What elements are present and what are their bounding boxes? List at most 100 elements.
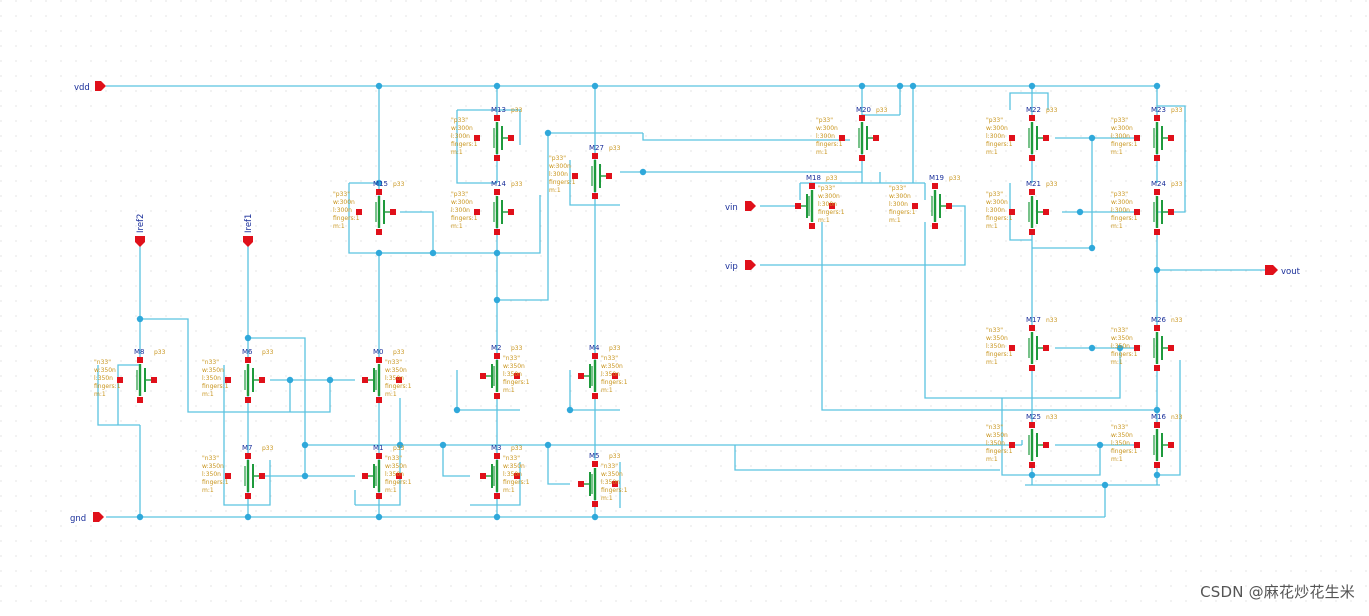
gate-pin[interactable] xyxy=(362,473,368,479)
drain-pin[interactable] xyxy=(376,453,382,459)
gate-pin[interactable] xyxy=(1168,209,1174,215)
gate-pin[interactable] xyxy=(1168,345,1174,351)
pins[interactable]: vdd gnd Iref2 Iref1 vin vip vout xyxy=(70,81,1301,524)
bulk-pin[interactable] xyxy=(1009,345,1015,351)
source-pin[interactable] xyxy=(1029,229,1035,235)
pin-vout[interactable]: vout xyxy=(1265,265,1301,277)
source-pin[interactable] xyxy=(592,393,598,399)
gate-pin[interactable] xyxy=(578,373,584,379)
drain-pin[interactable] xyxy=(1154,422,1160,428)
gate-pin[interactable] xyxy=(508,209,514,215)
drain-pin[interactable] xyxy=(592,353,598,359)
source-pin[interactable] xyxy=(245,493,251,499)
gate-pin[interactable] xyxy=(1043,442,1049,448)
drain-pin[interactable] xyxy=(245,453,251,459)
source-pin[interactable] xyxy=(494,155,500,161)
source-pin[interactable] xyxy=(1154,462,1160,468)
pin-vin[interactable]: vin xyxy=(725,201,756,213)
source-pin[interactable] xyxy=(1154,229,1160,235)
bulk-pin[interactable] xyxy=(1009,209,1015,215)
bulk-pin[interactable] xyxy=(1009,135,1015,141)
gate-pin[interactable] xyxy=(480,473,486,479)
drain-pin[interactable] xyxy=(494,115,500,121)
drain-pin[interactable] xyxy=(494,453,500,459)
drain-pin[interactable] xyxy=(1029,115,1035,121)
gate-pin[interactable] xyxy=(795,203,801,209)
source-pin[interactable] xyxy=(1154,155,1160,161)
source-pin[interactable] xyxy=(1029,365,1035,371)
bulk-pin[interactable] xyxy=(396,473,402,479)
gate-pin[interactable] xyxy=(151,377,157,383)
pin-iref1[interactable]: Iref1 xyxy=(243,214,254,247)
source-pin[interactable] xyxy=(494,393,500,399)
bulk-pin[interactable] xyxy=(474,209,480,215)
gate-pin[interactable] xyxy=(1043,135,1049,141)
bulk-pin[interactable] xyxy=(225,473,231,479)
drain-pin[interactable] xyxy=(809,183,815,189)
gate-pin[interactable] xyxy=(1043,209,1049,215)
bulk-pin[interactable] xyxy=(912,203,918,209)
drain-pin[interactable] xyxy=(1154,325,1160,331)
drain-pin[interactable] xyxy=(1154,189,1160,195)
source-pin[interactable] xyxy=(809,223,815,229)
source-pin[interactable] xyxy=(1029,462,1035,468)
gate-pin[interactable] xyxy=(480,373,486,379)
pin-gnd[interactable]: gnd xyxy=(70,512,104,524)
gate-pin[interactable] xyxy=(1168,135,1174,141)
gate-pin[interactable] xyxy=(1168,442,1174,448)
bulk-pin[interactable] xyxy=(572,173,578,179)
bulk-pin[interactable] xyxy=(612,373,618,379)
gate-pin[interactable] xyxy=(259,473,265,479)
bulk-pin[interactable] xyxy=(474,135,480,141)
drain-pin[interactable] xyxy=(245,357,251,363)
bulk-pin[interactable] xyxy=(356,209,362,215)
source-pin[interactable] xyxy=(137,397,143,403)
drain-pin[interactable] xyxy=(859,115,865,121)
bulk-pin[interactable] xyxy=(839,135,845,141)
gate-pin[interactable] xyxy=(946,203,952,209)
drain-pin[interactable] xyxy=(932,183,938,189)
bulk-pin[interactable] xyxy=(514,473,520,479)
drain-pin[interactable] xyxy=(1029,189,1035,195)
source-pin[interactable] xyxy=(1029,155,1035,161)
bulk-pin[interactable] xyxy=(1134,209,1140,215)
source-pin[interactable] xyxy=(494,229,500,235)
bulk-pin[interactable] xyxy=(1134,442,1140,448)
bulk-pin[interactable] xyxy=(1134,345,1140,351)
gate-pin[interactable] xyxy=(578,481,584,487)
gate-pin[interactable] xyxy=(873,135,879,141)
drain-pin[interactable] xyxy=(592,461,598,467)
bulk-pin[interactable] xyxy=(1134,135,1140,141)
source-pin[interactable] xyxy=(494,493,500,499)
drain-pin[interactable] xyxy=(137,357,143,363)
bulk-pin[interactable] xyxy=(514,373,520,379)
source-pin[interactable] xyxy=(376,229,382,235)
source-pin[interactable] xyxy=(859,155,865,161)
drain-pin[interactable] xyxy=(494,353,500,359)
bulk-pin[interactable] xyxy=(1009,442,1015,448)
bulk-pin[interactable] xyxy=(117,377,123,383)
bulk-pin[interactable] xyxy=(396,377,402,383)
